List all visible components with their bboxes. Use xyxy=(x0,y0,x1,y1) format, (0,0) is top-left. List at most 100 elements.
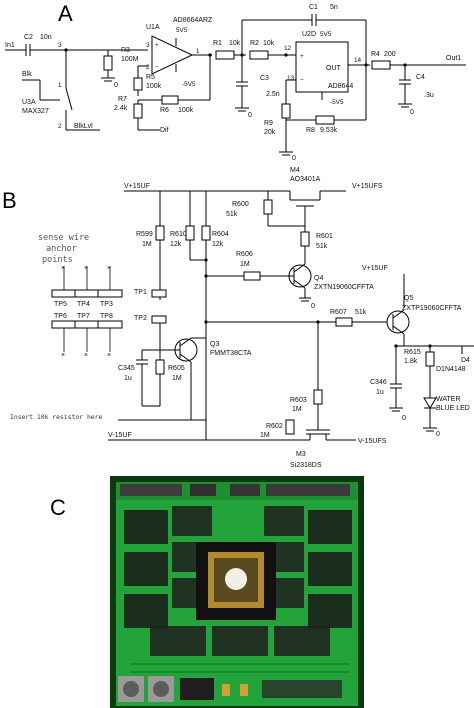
c4-label: C4 xyxy=(416,74,425,81)
c346-label: C346 xyxy=(370,379,387,386)
u2d-out-label: OUT xyxy=(326,65,342,72)
led-ground: 0 xyxy=(436,431,440,438)
u2d-part: AD8644 xyxy=(328,83,353,90)
r603-value: 1M xyxy=(292,406,302,413)
u2-pin-13: 13 xyxy=(287,75,295,82)
r606-label: R606 xyxy=(236,251,253,258)
r3-label: R3 xyxy=(121,47,130,54)
svg-text:−: − xyxy=(155,64,159,71)
r600-value: 51k xyxy=(226,211,238,218)
panel-b-label: B xyxy=(2,188,17,213)
r607-value: 51k xyxy=(355,309,367,316)
tp4-label: TP4 xyxy=(77,301,90,308)
vneg15ufs-label: V-15UFS xyxy=(358,438,387,445)
r4-resistor xyxy=(371,60,391,70)
r6-label: R6 xyxy=(160,107,169,114)
r7-value: 2.4k xyxy=(114,105,128,112)
r1-label: R1 xyxy=(213,40,222,47)
svg-text:×: × xyxy=(61,352,65,359)
r600-resistor xyxy=(263,199,273,215)
panel-a-label: A xyxy=(58,1,73,26)
r606-value: 1M xyxy=(240,261,250,268)
tp6-label: TP6 xyxy=(54,313,67,320)
svg-text:−: − xyxy=(300,77,304,84)
m3-part: Si2318DS xyxy=(290,462,322,469)
r600-label: R600 xyxy=(232,201,249,208)
r5-value: 100k xyxy=(146,83,162,90)
r610-resistor xyxy=(185,225,195,241)
led-label-1: WATER xyxy=(436,396,461,403)
tp1-label: TP1 xyxy=(134,289,147,296)
vneg15uf-label: V-15UF xyxy=(108,432,132,439)
u3a-label: U3A xyxy=(22,99,36,106)
panel-a: A In1 C2 10n 3 R3 100M 0 1 2 BlkLvl Blk … xyxy=(5,1,466,162)
q5-part: ZXTP19060CFFTA xyxy=(402,305,462,312)
r615-label: R615 xyxy=(404,349,421,356)
sw-pin-2: 2 xyxy=(58,123,62,130)
sense-note-line-2: anchor xyxy=(46,244,77,254)
m4-part: AO3401A xyxy=(290,176,321,183)
d4-label: D4 xyxy=(461,357,470,364)
pin-3-label: 3 xyxy=(58,42,62,49)
r9-value: 20k xyxy=(264,129,276,136)
r602-label: R602 xyxy=(266,423,283,430)
tp8-pad xyxy=(97,320,123,329)
r599-resistor xyxy=(155,225,165,241)
r615-resistor xyxy=(425,351,435,367)
c345-value: 1u xyxy=(124,375,132,382)
resistor-note: Insert 10k resistor here xyxy=(10,413,102,421)
r605-label: R605 xyxy=(168,365,185,372)
u1a-vneg: -5V5 xyxy=(182,81,196,88)
sense-note-line-3: points xyxy=(42,255,73,265)
c3-value: 2.5n xyxy=(266,91,280,98)
r602-value: 1M xyxy=(260,432,270,439)
r607-label: R607 xyxy=(330,309,347,316)
r9-ground: 0 xyxy=(292,155,296,162)
led-label-2: BLUE LED xyxy=(436,405,470,412)
svg-text:×: × xyxy=(107,265,111,272)
q4-ground: 0 xyxy=(311,303,315,310)
q4-label: Q4 xyxy=(314,275,323,282)
r9-label: R9 xyxy=(264,120,273,127)
v15ufs-top-label: V+15UFS xyxy=(352,183,383,190)
blklvl-label: BlkLvl xyxy=(74,123,93,130)
r599-label: R599 xyxy=(136,231,153,238)
r1-value: 10k xyxy=(229,40,241,47)
c1-label: C1 xyxy=(309,4,318,11)
tp7-label: TP7 xyxy=(77,313,90,320)
r3-ground-label: 0 xyxy=(114,82,118,89)
r604-resistor xyxy=(201,225,211,241)
d4-part: D1N4148 xyxy=(436,366,466,373)
tp4-pad xyxy=(74,289,100,298)
c346-value: 1u xyxy=(376,389,384,396)
input-label: In1 xyxy=(5,42,15,49)
u2-pin-12: 12 xyxy=(284,45,292,52)
m3-label: M3 xyxy=(296,451,306,458)
sw-pin-1: 1 xyxy=(58,82,62,89)
c4-ground: 0 xyxy=(410,109,414,116)
r615-value: 1.8k xyxy=(404,358,418,365)
r6-value: 100k xyxy=(178,107,194,114)
u2d-opamp xyxy=(295,41,349,93)
u1a-part: AD8664ARZ xyxy=(173,17,213,24)
r605-value: 1M xyxy=(172,375,182,382)
q4-part: ZXTN19060CFFTA xyxy=(314,284,374,291)
q3-part: FMMT38CTA xyxy=(210,350,252,357)
r2-resistor xyxy=(249,50,269,60)
u1-pin-2: 2 xyxy=(146,64,150,71)
r601-value: 51k xyxy=(316,243,328,250)
r603-resistor xyxy=(313,389,323,405)
test-points-top-row: × × × TP5 TP4 TP3 xyxy=(51,265,123,308)
u1-pin-3: 3 xyxy=(146,42,150,49)
tp1-pad xyxy=(151,289,167,298)
c345-label: C345 xyxy=(118,365,135,372)
svg-text:+: + xyxy=(155,42,159,49)
u2d-vpos: 5V5 xyxy=(320,31,332,38)
m4-label: M4 xyxy=(290,167,300,174)
r3-value: 100M xyxy=(121,56,139,63)
r601-resistor xyxy=(300,231,310,247)
v15uf-right-label: V+15UF xyxy=(362,265,388,272)
r604-value: 12k xyxy=(212,241,224,248)
v15uf-top-label: V+15UF xyxy=(124,183,150,190)
